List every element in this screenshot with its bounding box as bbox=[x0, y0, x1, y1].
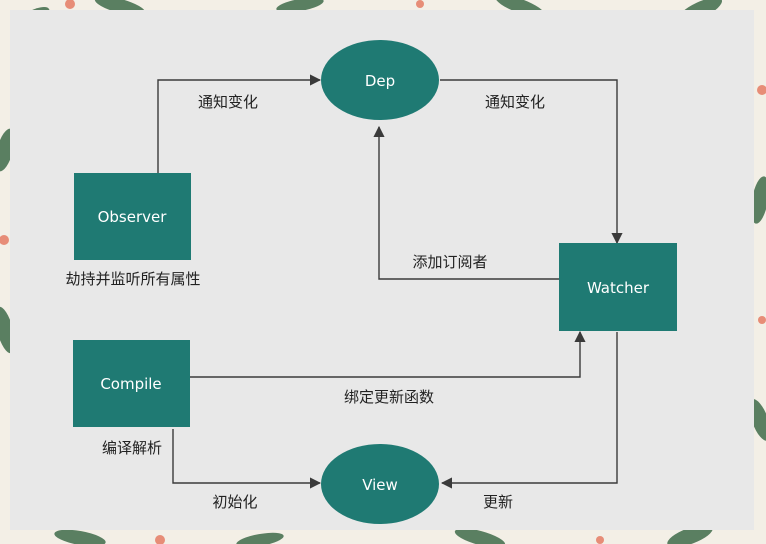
node-compile: Compile bbox=[73, 340, 190, 427]
node-observer: Observer bbox=[74, 173, 191, 260]
label-compile-to-view: 初始化 bbox=[212, 493, 257, 511]
label-compile-desc: 编译解析 bbox=[102, 439, 162, 457]
edge-compile-to-watcher bbox=[190, 330, 586, 378]
label-dep-to-watcher: 通知变化 bbox=[485, 93, 545, 111]
node-dep: Dep bbox=[321, 40, 439, 120]
edge-watcher-to-view bbox=[440, 332, 618, 489]
label-watcher-to-dep: 添加订阅者 bbox=[412, 253, 487, 271]
diagram-panel: Dep Observer Watcher Compile View 通知变化 通… bbox=[10, 10, 754, 530]
edge-observer-to-dep bbox=[157, 74, 322, 173]
label-compile-to-watcher: 绑定更新函数 bbox=[344, 388, 434, 406]
node-watcher: Watcher bbox=[559, 243, 677, 331]
label-watcher-to-view: 更新 bbox=[483, 493, 513, 511]
node-view-label: View bbox=[362, 476, 398, 494]
edge-compile-to-view bbox=[172, 429, 322, 489]
node-compile-label: Compile bbox=[100, 375, 161, 393]
node-observer-label: Observer bbox=[98, 208, 168, 226]
node-view: View bbox=[321, 444, 439, 524]
mvvm-flow-diagram: Dep Observer Watcher Compile View 通知变化 通… bbox=[65, 40, 677, 524]
edge-dep-to-watcher bbox=[440, 79, 623, 245]
node-watcher-label: Watcher bbox=[587, 279, 650, 297]
node-dep-label: Dep bbox=[365, 72, 395, 90]
label-observer-desc: 劫持并监听所有属性 bbox=[65, 270, 200, 288]
edge-watcher-to-dep bbox=[373, 125, 559, 280]
label-observer-to-dep: 通知变化 bbox=[198, 93, 258, 111]
